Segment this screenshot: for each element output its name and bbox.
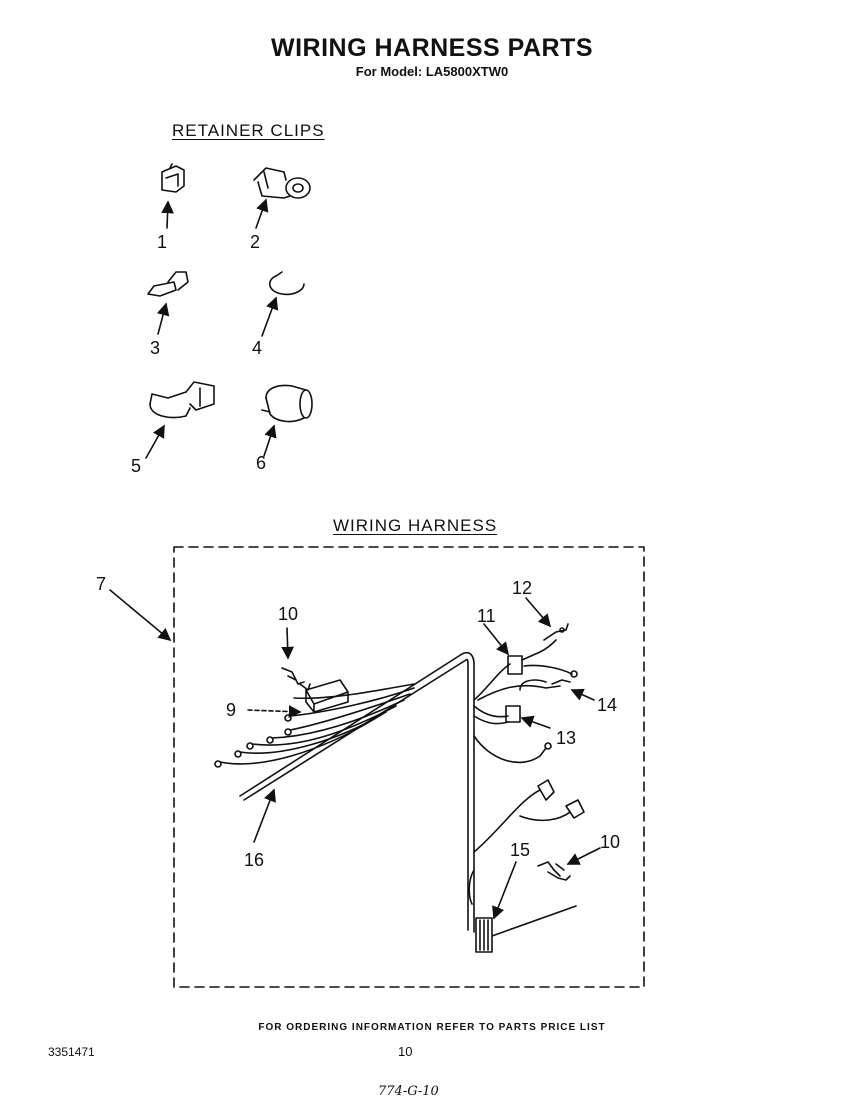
- model-subtitle: For Model: LA5800XTW0: [355, 64, 509, 79]
- retainer-clips-heading: RETAINER CLIPS: [172, 121, 325, 140]
- retainer-clip-3: [147, 271, 189, 297]
- callout-2: 2: [250, 232, 261, 252]
- retainer-clip-1: [161, 163, 185, 193]
- callout-arrow-15: [492, 861, 517, 920]
- callout-13: 13: [556, 728, 577, 748]
- retainer-clip-5: [149, 381, 215, 419]
- callout-12: 12: [512, 578, 533, 598]
- right-wire-branches: [473, 623, 585, 881]
- callout-11: 11: [477, 606, 496, 626]
- callout-arrow-2: [255, 198, 269, 229]
- harness-dashed-frame: [173, 546, 645, 988]
- callout-arrow-3: [156, 302, 170, 335]
- callout-4: 4: [252, 338, 263, 358]
- callout-arrow-11: [483, 623, 509, 656]
- callout-arrow-10b: [566, 847, 601, 865]
- callout-5: 5: [131, 456, 142, 476]
- callout-15: 15: [510, 840, 531, 860]
- page-title: WIRING HARNESS PARTS: [270, 34, 594, 62]
- left-wire-bundle: [214, 667, 415, 768]
- callout-10-upper: 10: [278, 604, 299, 624]
- page-number: 10: [398, 1044, 413, 1059]
- callout-10-lower: 10: [600, 832, 621, 852]
- callout-arrow-1: [161, 200, 174, 229]
- retainer-clip-4: [269, 271, 305, 296]
- callout-arrow-10a: [281, 627, 295, 660]
- callout-3: 3: [150, 338, 161, 358]
- callout-arrow-9: [247, 705, 302, 718]
- callout-16: 16: [244, 850, 265, 870]
- callout-1: 1: [157, 232, 168, 252]
- callout-arrow-16: [253, 788, 276, 843]
- callout-7: 7: [96, 574, 107, 594]
- retainer-clip-6: [261, 384, 313, 423]
- callout-arrow-7: [109, 589, 172, 642]
- wiring-harness-heading: WIRING HARNESS: [333, 516, 498, 535]
- callout-6: 6: [256, 453, 267, 473]
- callout-arrow-14: [570, 688, 595, 701]
- callout-arrow-13: [520, 715, 551, 729]
- callout-arrow-5: [145, 424, 165, 459]
- ordering-note: FOR ORDERING INFORMATION REFER TO PARTS …: [258, 1022, 606, 1033]
- callout-arrow-4: [261, 296, 279, 337]
- callout-arrow-12: [525, 597, 552, 628]
- document-number: 3351471: [48, 1045, 95, 1059]
- handwritten-note: 774-G-10: [378, 1084, 439, 1099]
- harness-main-trunk: [239, 651, 577, 953]
- retainer-clip-2: [253, 167, 311, 199]
- callout-arrow-6: [263, 424, 277, 457]
- callout-9: 9: [226, 700, 237, 720]
- callout-14: 14: [597, 695, 618, 715]
